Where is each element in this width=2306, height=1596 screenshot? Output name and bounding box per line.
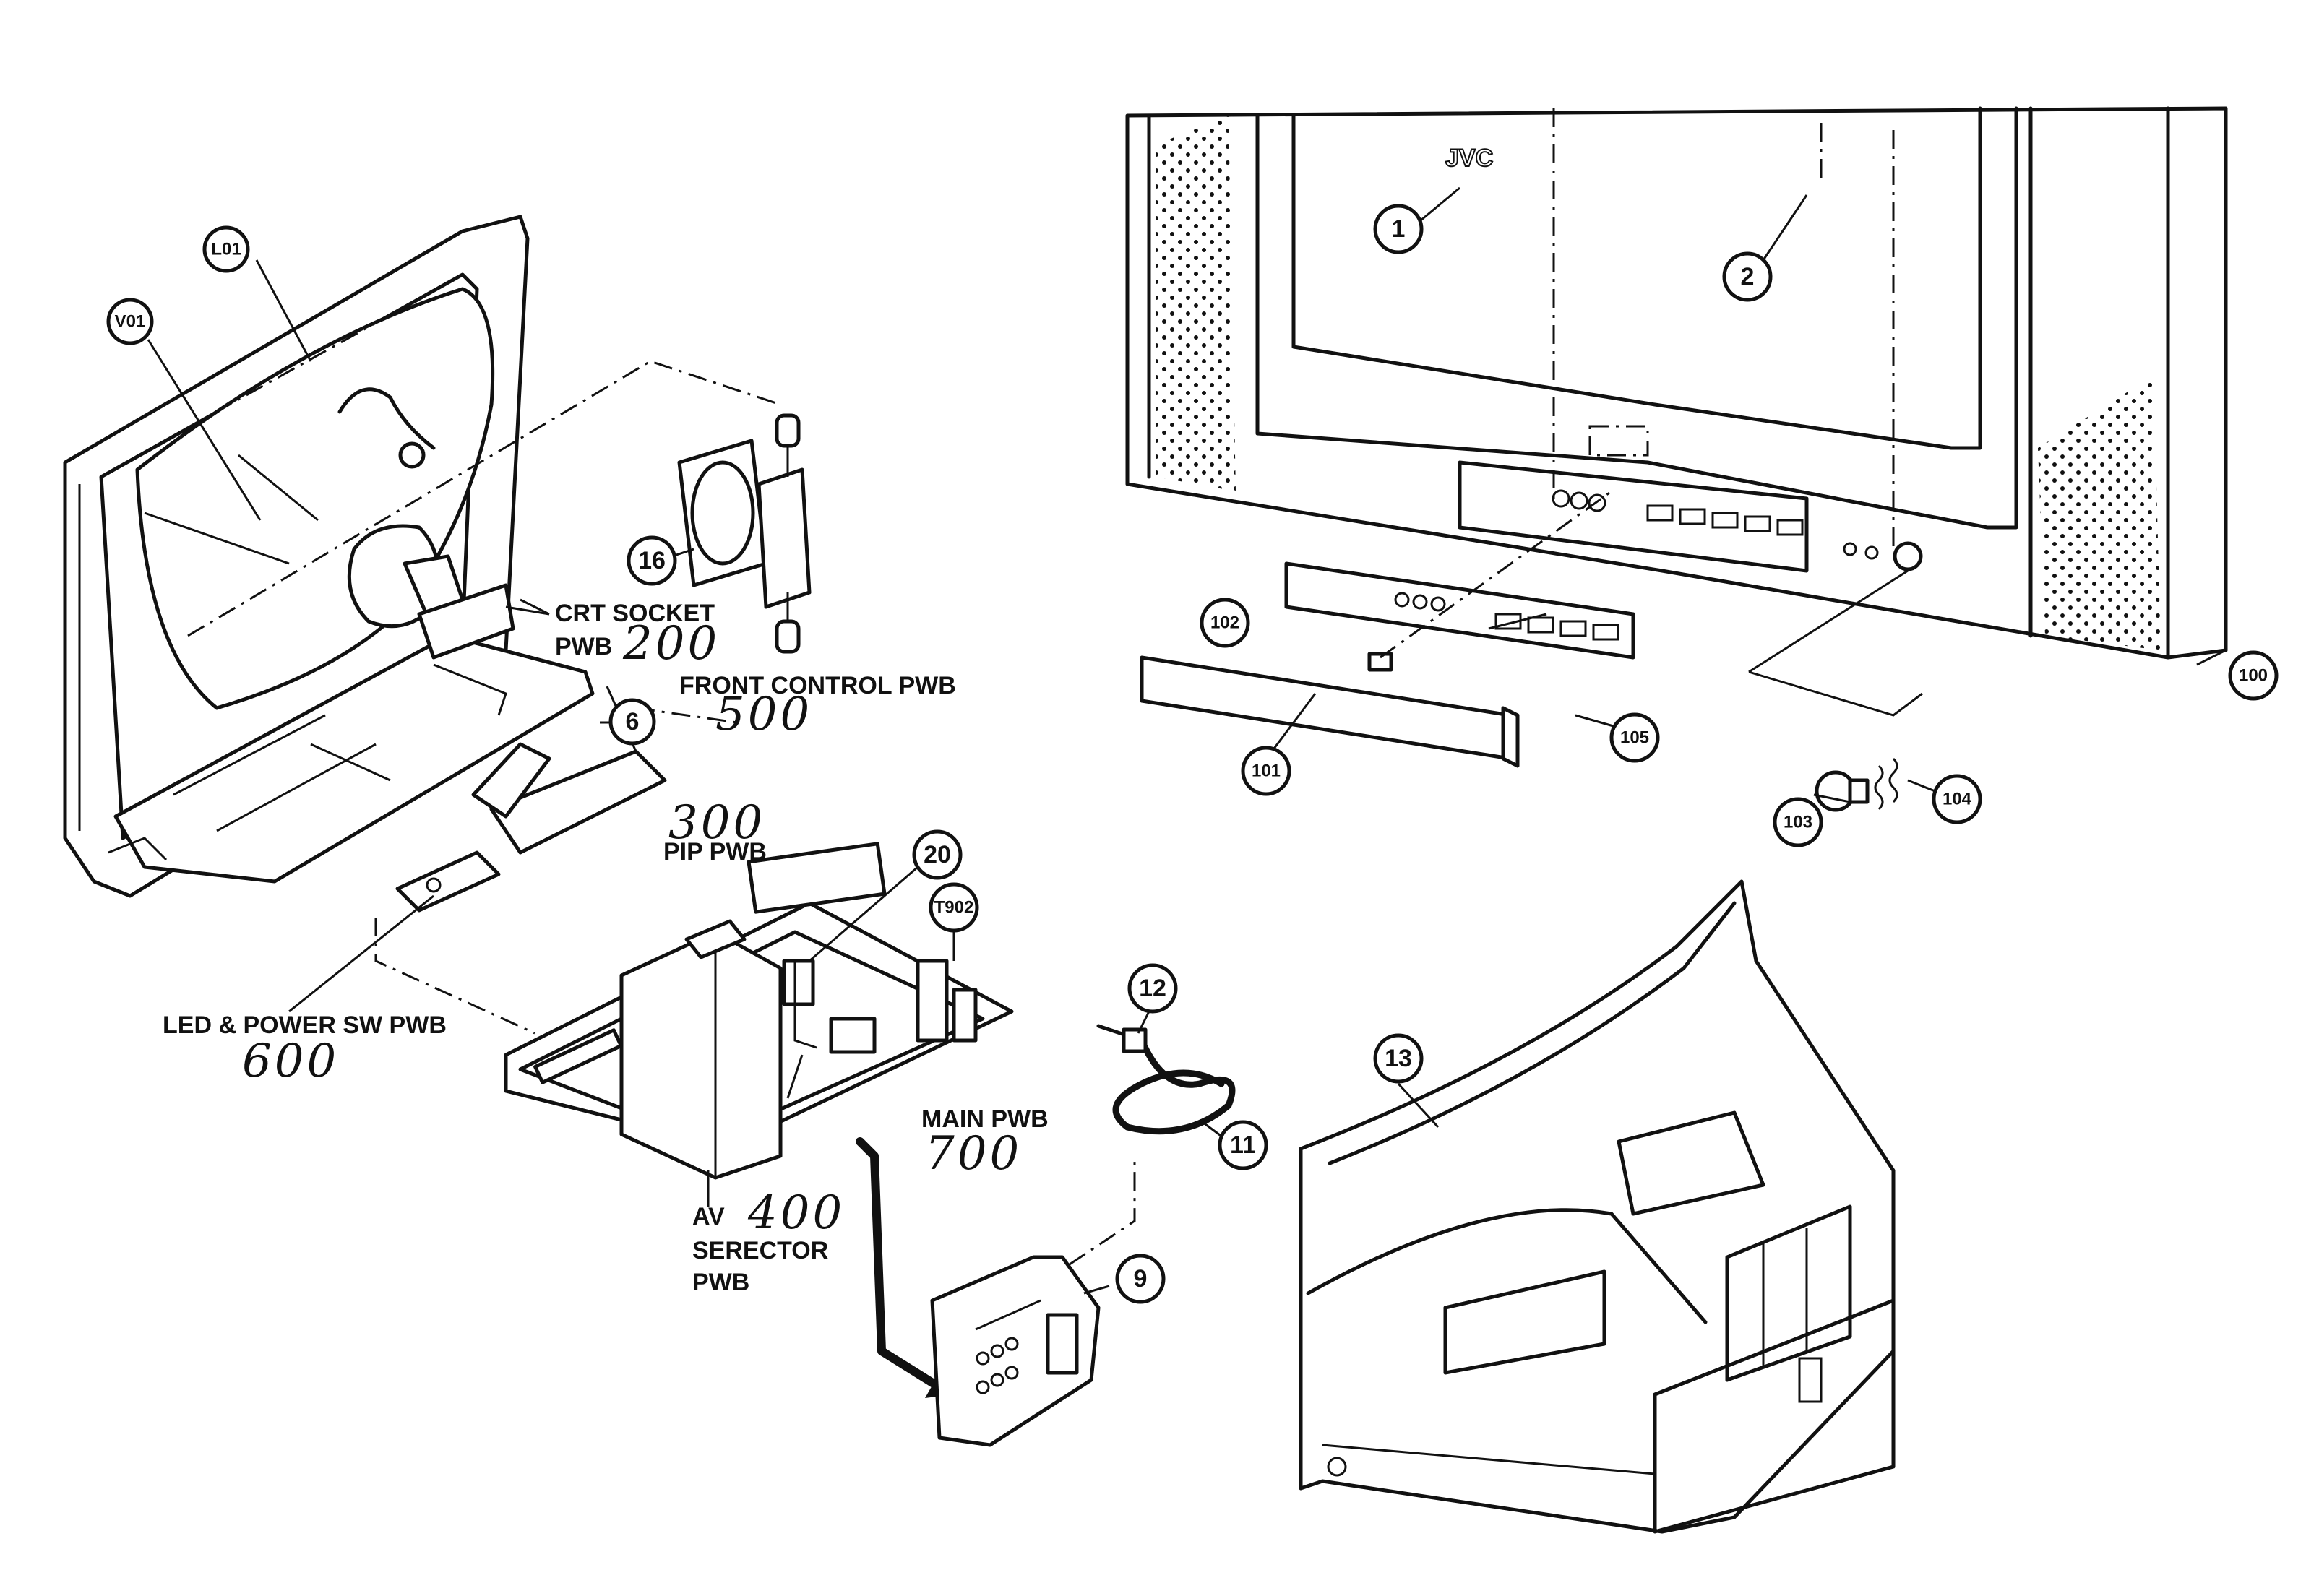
led-power-sw-pwb	[288, 850, 501, 1013]
front-control-pwb	[471, 686, 667, 855]
callout-20: 20	[912, 829, 963, 880]
label-crt-socket: CRT SOCKET	[555, 600, 715, 627]
svg-text:102: 102	[1210, 613, 1239, 633]
main-chassis-board	[504, 842, 1014, 1398]
label-front-control-num: 500	[715, 688, 812, 741]
callout-9: 9	[1115, 1254, 1166, 1304]
svg-text:2: 2	[1741, 263, 1755, 290]
power-cord	[1096, 1024, 1236, 1135]
label-av-selector: SERECTOR	[692, 1237, 828, 1264]
svg-text:103: 103	[1784, 813, 1812, 832]
callout-102: 102	[1200, 598, 1250, 648]
label-leaders	[505, 605, 710, 1207]
svg-text:101: 101	[1252, 762, 1281, 781]
callouts: L01 V01 16 6 20 T902 12 11 9 13 1 2 100 …	[106, 204, 2279, 1304]
label-pip: PIP PWB	[663, 838, 767, 866]
callout-v01: V01	[106, 298, 154, 345]
svg-text:9: 9	[1134, 1265, 1148, 1293]
callout-104: 104	[1932, 774, 1982, 824]
svg-text:L01: L01	[211, 240, 241, 259]
svg-text:105: 105	[1620, 728, 1649, 748]
callout-13: 13	[1373, 1033, 1424, 1084]
control-panel-parts	[1140, 490, 1923, 812]
label-crt-socket-num: 200	[622, 617, 720, 670]
callout-6: 6	[608, 698, 656, 746]
brand-logo: JVC	[1445, 144, 1493, 172]
av-jack-board	[930, 1156, 1136, 1447]
callout-t902: T902	[929, 882, 979, 933]
speaker-assembly	[677, 413, 812, 654]
label-av-num: 400	[747, 1186, 845, 1240]
svg-text:11: 11	[1230, 1131, 1256, 1159]
callout-2: 2	[1722, 251, 1773, 302]
callout-11: 11	[1218, 1120, 1268, 1170]
label-av-pwb: PWB	[692, 1269, 749, 1296]
callout-103: 103	[1773, 797, 1823, 847]
label-pip-num: 300	[668, 796, 765, 850]
label-led-power-num: 600	[242, 1035, 339, 1088]
callout-101: 101	[1241, 746, 1291, 796]
rear-cover	[1299, 879, 1896, 1534]
svg-text:6: 6	[626, 708, 640, 736]
crt-chassis-assembly	[63, 215, 595, 898]
label-crt-socket-pwb: PWB	[555, 633, 612, 660]
label-front-control: FRONT CONTROL PWB	[679, 672, 956, 699]
callout-16: 16	[627, 535, 677, 586]
svg-text:100: 100	[2239, 666, 2268, 686]
label-av: AV	[692, 1203, 725, 1230]
board-labels: CRT SOCKET PWB 200 FRONT CONTROL PWB 500…	[163, 600, 1049, 1296]
callout-12: 12	[1127, 963, 1178, 1014]
svg-text:T902: T902	[934, 898, 974, 918]
svg-text:V01: V01	[115, 312, 146, 332]
svg-text:12: 12	[1139, 975, 1166, 1002]
label-main-num: 700	[925, 1127, 1022, 1181]
callout-100: 100	[2228, 650, 2279, 701]
callout-105: 105	[1609, 712, 1660, 763]
svg-text:20: 20	[924, 841, 951, 868]
svg-text:16: 16	[638, 547, 666, 574]
svg-text:13: 13	[1385, 1045, 1412, 1072]
svg-text:1: 1	[1392, 215, 1406, 243]
label-main: MAIN PWB	[921, 1105, 1049, 1133]
callout-l01: L01	[202, 225, 250, 273]
svg-text:104: 104	[1943, 790, 1972, 809]
callout-1: 1	[1373, 204, 1424, 254]
label-led-power: LED & POWER SW PWB	[163, 1011, 447, 1039]
